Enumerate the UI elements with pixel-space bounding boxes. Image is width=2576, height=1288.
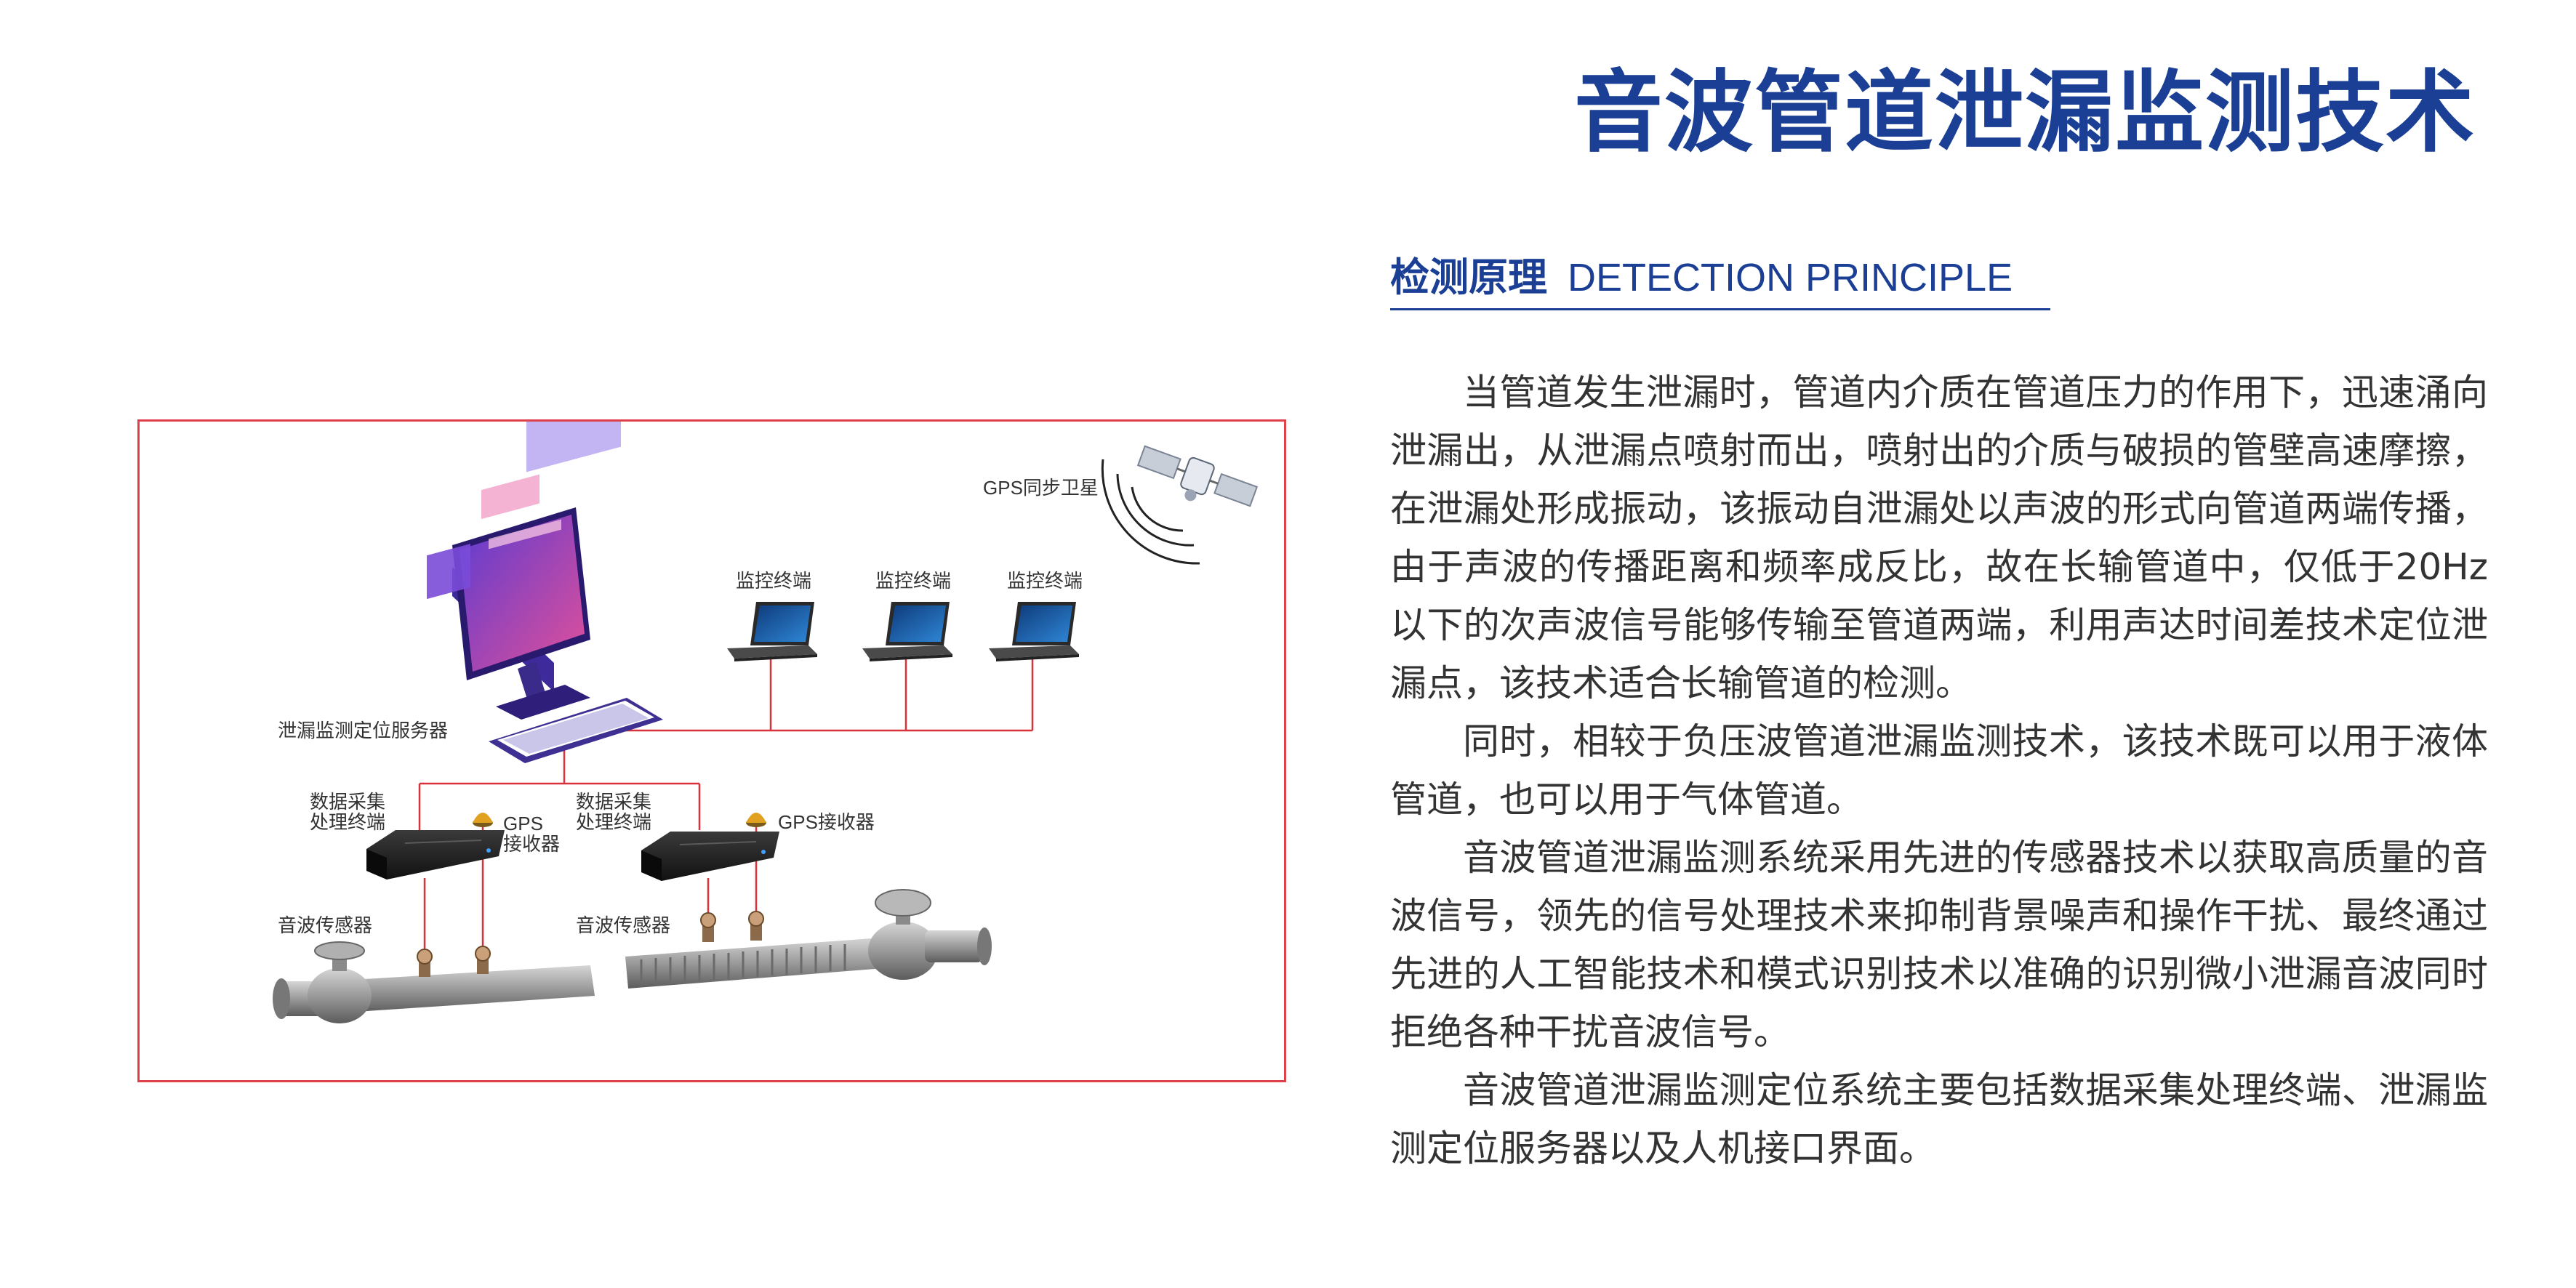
- satellite-icon: [1101, 445, 1259, 565]
- server-monitor-icon: [427, 422, 621, 720]
- acoustic-sensor-right-2-icon: [748, 911, 764, 941]
- collector-box-right: [641, 832, 779, 881]
- paragraph-principle: 当管道发生泄漏时，管道内介质在管道压力的作用下，迅速涌向泄漏出，从泄漏点喷射而出…: [1390, 371, 2488, 704]
- system-diagram: GPS同步卫星 泄漏监测定位服务器: [137, 419, 1286, 1082]
- paragraph-technology: 音波管道泄漏监测系统采用先进的传感器技术以获取高质量的音波信号，领先的信号处理技…: [1390, 837, 2488, 1053]
- pipeline-right: [625, 889, 992, 989]
- paragraph-comparison: 同时，相较于负压波管道泄漏监测技术，该技术既可以用于液体管道，也可以用于气体管道…: [1390, 720, 2488, 821]
- terminal-label-2: 监控终端: [875, 570, 951, 592]
- gps-receiver-left-icon: [473, 813, 493, 827]
- satellite-label: GPS同步卫星: [983, 477, 1099, 499]
- collector-right-label-2: 处理终端: [576, 811, 651, 833]
- server-keyboard-icon: [489, 698, 663, 763]
- gps-receiver-right-icon: [746, 813, 766, 827]
- page-title: 音波管道泄漏监测技术: [1574, 61, 2476, 164]
- acoustic-sensor-left-2-icon: [475, 946, 491, 974]
- section-heading-zh: 检测原理: [1390, 254, 1547, 300]
- section-heading-en: DETECTION PRINCIPLE: [1568, 256, 2013, 299]
- acoustic-sensor-left-1-icon: [417, 949, 433, 977]
- sensor-left-label: 音波传感器: [278, 914, 372, 936]
- sensor-right-label: 音波传感器: [576, 914, 670, 936]
- collector-left-label-1: 数据采集: [310, 791, 385, 813]
- laptop-icon-1: [727, 602, 817, 661]
- network-links: [418, 653, 1034, 952]
- terminal-label-1: 监控终端: [736, 570, 811, 592]
- section-heading: 检测原理 DETECTION PRINCIPLE: [1390, 247, 2050, 310]
- gps-left-label-2: 接收器: [503, 833, 560, 855]
- terminal-label-3: 监控终端: [1007, 570, 1083, 592]
- laptop-icon-2: [862, 602, 952, 661]
- body-text: 当管道发生泄漏时，管道内介质在管道压力的作用下，迅速涌向泄漏出，从泄漏点喷射而出…: [1390, 363, 2488, 1178]
- paragraph-components: 音波管道泄漏监测定位系统主要包括数据采集处理终端、泄漏监测定位服务器以及人机接口…: [1390, 1069, 2488, 1170]
- collector-right-label-1: 数据采集: [576, 791, 651, 813]
- laptop-icon-3: [989, 602, 1079, 661]
- pipeline-left: [273, 941, 595, 1023]
- gps-left-label-1: GPS: [503, 813, 543, 834]
- gps-right-label: GPS接收器: [778, 811, 875, 833]
- server-label: 泄漏监测定位服务器: [278, 720, 448, 741]
- collector-left-label-2: 处理终端: [310, 811, 385, 833]
- acoustic-sensor-right-1-icon: [700, 912, 716, 942]
- collector-box-left: [366, 830, 505, 880]
